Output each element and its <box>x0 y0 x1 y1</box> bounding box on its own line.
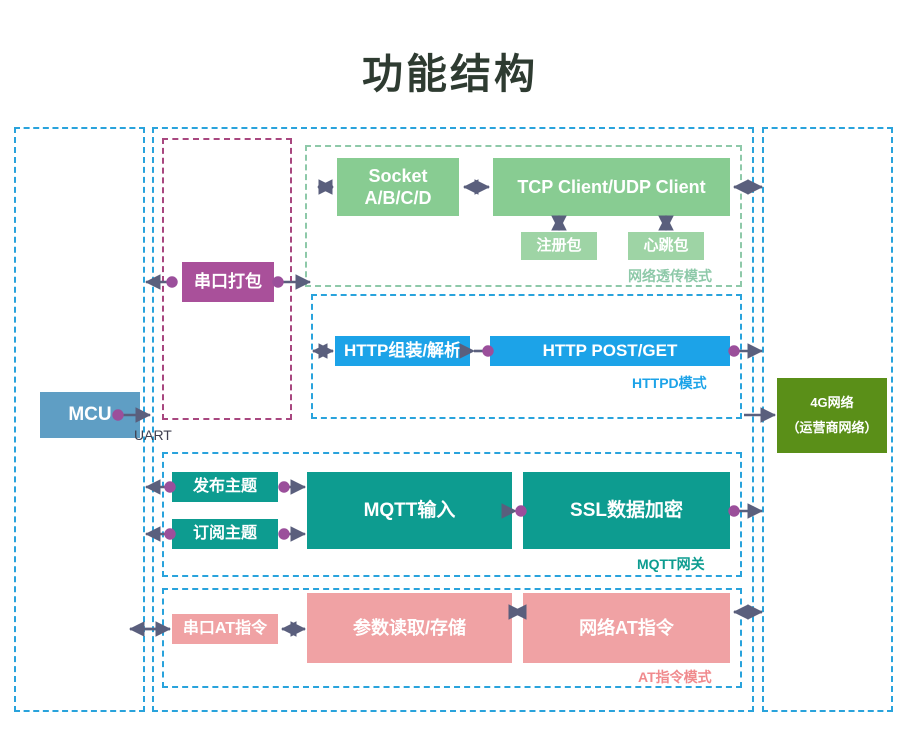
http-post-get-label: HTTP POST/GET <box>542 341 678 361</box>
serial-at-command-label: 串口AT指令 <box>182 620 268 637</box>
uart-label: UART <box>134 427 172 443</box>
device-zone-container <box>152 127 754 712</box>
httpd-mode-caption: HTTPD模式 <box>632 375 707 391</box>
subscribe-topic-label: 订阅主题 <box>192 525 257 542</box>
network-4g-box[interactable]: 4G网络 （运营商网络） <box>777 378 887 453</box>
network-at-command-box[interactable]: 网络AT指令 <box>523 593 730 663</box>
socket-label-line2: A/B/C/D <box>364 188 432 208</box>
param-read-store-box[interactable]: 参数读取/存储 <box>307 593 512 663</box>
transparent-mode-caption: 网络透传模式 <box>628 268 712 284</box>
heartbeat-packet-box[interactable]: 心跳包 <box>628 232 704 260</box>
serial-packing-box[interactable]: 串口打包 <box>182 262 274 302</box>
register-packet-box[interactable]: 注册包 <box>521 232 597 260</box>
network-4g-label-line1: 4G网络 <box>810 394 854 410</box>
http-post-get-box[interactable]: HTTP POST/GET <box>490 336 730 366</box>
tcp-udp-client-box[interactable]: TCP Client/UDP Client <box>493 158 730 216</box>
ssl-encryption-box[interactable]: SSL数据加密 <box>523 472 730 549</box>
tcp-udp-client-label: TCP Client/UDP Client <box>517 176 706 197</box>
transparent-mode-container <box>305 145 742 287</box>
network-at-command-label: 网络AT指令 <box>579 617 674 638</box>
mqtt-gateway-caption: MQTT网关 <box>637 556 705 572</box>
http-assemble-parse-label: HTTP组装/解析 <box>343 341 462 361</box>
serial-packing-label: 串口打包 <box>194 272 262 292</box>
register-packet-label: 注册包 <box>536 236 582 254</box>
socket-label-line1: Socket <box>368 165 428 186</box>
mcu-label: MCU <box>68 404 112 426</box>
subscribe-topic-box[interactable]: 订阅主题 <box>172 519 278 549</box>
at-mode-container <box>162 588 742 688</box>
publish-topic-label: 发布主题 <box>192 478 257 495</box>
mqtt-input-label: MQTT输入 <box>363 499 456 521</box>
network-4g-label-line2: （运营商网络） <box>786 419 878 435</box>
publish-topic-box[interactable]: 发布主题 <box>172 472 278 502</box>
mcu-box[interactable]: MCU <box>40 392 140 438</box>
http-assemble-parse-box[interactable]: HTTP组装/解析 <box>335 336 470 366</box>
ssl-encryption-label: SSL数据加密 <box>570 499 683 521</box>
heartbeat-packet-label: 心跳包 <box>643 236 689 254</box>
param-read-store-label: 参数读取/存储 <box>352 617 466 638</box>
at-mode-caption: AT指令模式 <box>638 669 712 685</box>
page-title: 功能结构 <box>362 51 538 97</box>
socket-box[interactable]: Socket A/B/C/D <box>337 158 459 216</box>
serial-at-command-box[interactable]: 串口AT指令 <box>172 614 278 644</box>
mqtt-input-box[interactable]: MQTT输入 <box>307 472 512 549</box>
